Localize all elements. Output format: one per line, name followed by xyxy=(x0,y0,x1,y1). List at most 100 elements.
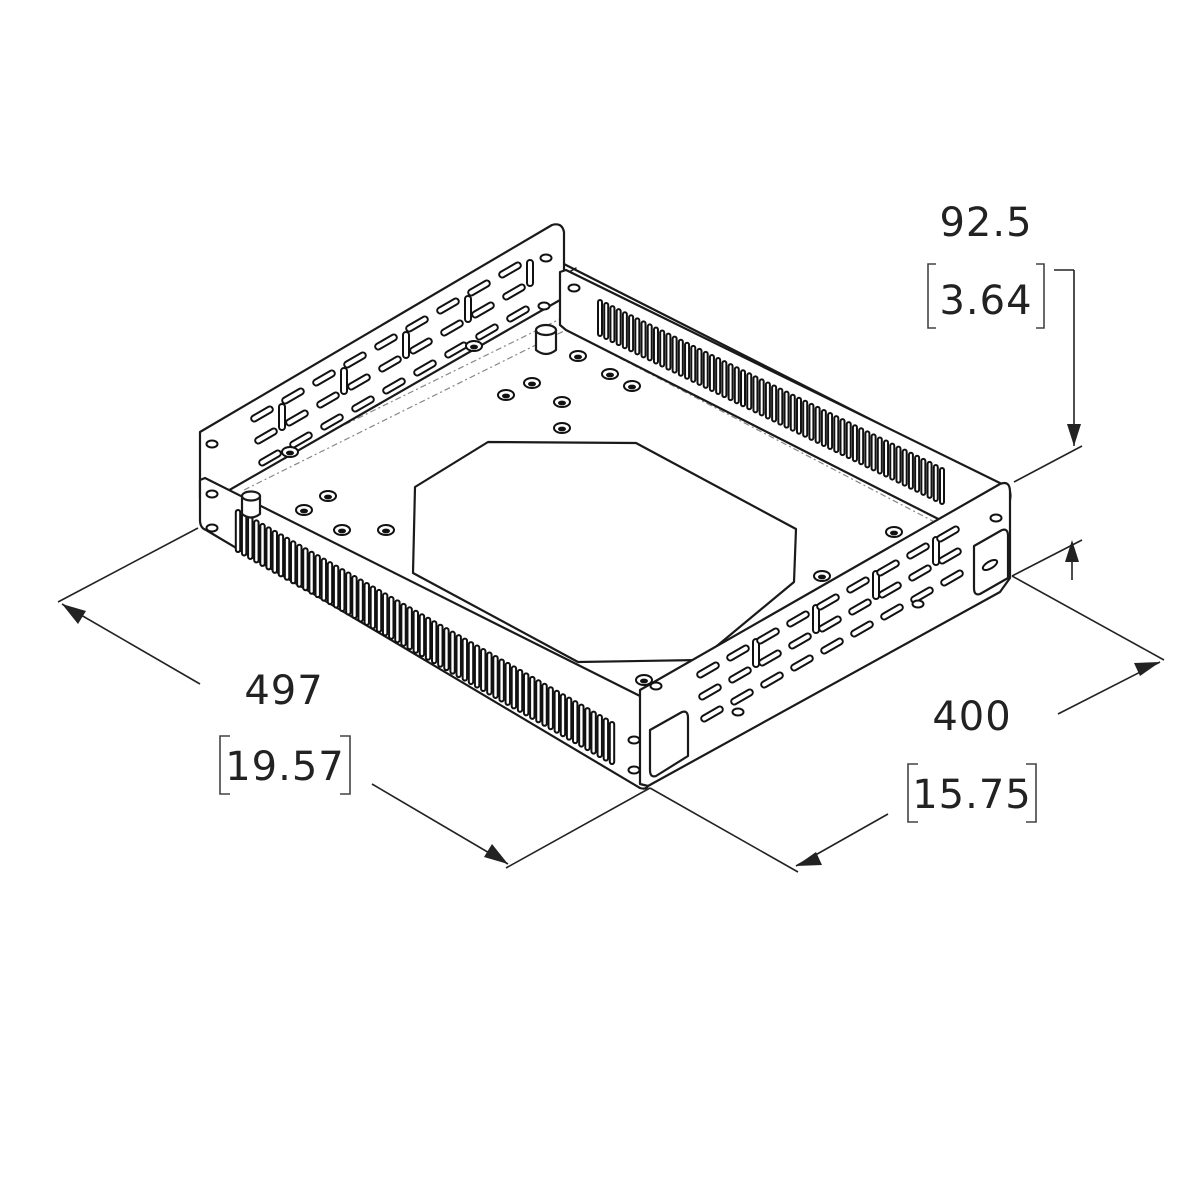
vent-slot xyxy=(640,320,647,359)
vent-slot xyxy=(559,693,567,738)
cable-slot xyxy=(281,387,305,405)
vent-slot xyxy=(646,323,653,362)
vent-slot xyxy=(253,519,260,564)
vent-slot xyxy=(473,644,481,689)
wall-hole xyxy=(537,301,551,311)
vent-slot xyxy=(516,668,524,713)
wall-hole xyxy=(627,735,641,745)
cable-slot xyxy=(250,405,274,423)
cable-slot xyxy=(872,570,880,600)
cable-slot xyxy=(752,638,760,668)
wall-hole xyxy=(205,489,219,499)
wall-hole xyxy=(539,253,553,263)
vent-slot xyxy=(381,592,389,637)
wall-hole xyxy=(205,523,219,533)
cable-slot xyxy=(876,559,900,577)
vent-slot xyxy=(510,665,518,710)
vent-slot xyxy=(895,445,902,484)
vent-slot xyxy=(437,623,444,668)
floor-mounting-holes xyxy=(281,340,903,686)
height-mm-label: 92.5 xyxy=(939,200,1032,246)
cable-slot xyxy=(278,403,286,431)
cable-slot xyxy=(340,367,348,395)
vent-slot xyxy=(727,363,734,402)
vent-slot xyxy=(455,634,462,679)
length-inch-label: 19.57 xyxy=(225,744,345,790)
front-right-slot-pattern xyxy=(696,525,964,723)
vent-slot xyxy=(814,405,821,444)
vent-slot xyxy=(597,299,603,337)
floor-hole-center xyxy=(324,494,332,500)
back-left-slot-pattern xyxy=(250,259,534,467)
vent-slot xyxy=(665,332,672,371)
vent-slot xyxy=(234,509,242,553)
vent-slot xyxy=(883,439,890,478)
wall-hole xyxy=(731,707,745,717)
vent-slot xyxy=(696,347,703,386)
vent-slot xyxy=(839,418,846,457)
floor-hole-center xyxy=(890,530,898,536)
vent-slot xyxy=(430,620,438,665)
vent-slot xyxy=(795,396,802,435)
cable-slot xyxy=(464,295,472,323)
vent-slot xyxy=(529,675,536,720)
cable-slot xyxy=(908,564,932,582)
wall-hole xyxy=(567,283,581,293)
vent-slot xyxy=(845,421,852,460)
vent-slot xyxy=(652,326,659,365)
cable-slot xyxy=(726,644,750,662)
vent-slot xyxy=(615,308,622,347)
cable-slot xyxy=(405,315,429,333)
floor-hole-center xyxy=(818,574,826,580)
cable-slot xyxy=(760,671,784,689)
vent-slot xyxy=(584,707,591,752)
vent-slot xyxy=(406,606,413,651)
cable-slot xyxy=(938,547,962,565)
cable-slot xyxy=(351,395,375,413)
vent-slot xyxy=(443,627,450,672)
vent-slot xyxy=(721,360,728,399)
floor-cutout xyxy=(411,440,798,664)
length-mm-label: 497 xyxy=(244,668,323,714)
cable-slot xyxy=(700,705,724,723)
vent-slot xyxy=(412,609,420,654)
vent-slot xyxy=(314,554,321,599)
vent-slot xyxy=(659,329,666,368)
vent-slot xyxy=(339,568,346,613)
vent-slot xyxy=(277,533,285,578)
cable-slot xyxy=(502,283,526,301)
vent-slot xyxy=(326,561,334,606)
cable-slot xyxy=(696,661,720,679)
floor-hole-center xyxy=(470,344,478,350)
floor-hole-center xyxy=(300,508,308,514)
cable-slot xyxy=(910,586,934,604)
vent-slot xyxy=(752,375,759,414)
vent-slot xyxy=(492,654,499,699)
vent-slot xyxy=(851,424,858,463)
vent-slot xyxy=(677,338,684,377)
cable-slot xyxy=(820,637,844,655)
vent-slot xyxy=(690,344,697,383)
width-inch-bracket-left xyxy=(907,763,918,823)
vent-slot xyxy=(746,372,753,411)
vent-slot xyxy=(889,442,896,481)
vent-slot xyxy=(504,661,511,706)
vent-slot xyxy=(702,350,709,389)
vent-slot xyxy=(375,588,383,633)
vent-slot xyxy=(553,689,561,734)
vent-slot xyxy=(247,515,254,560)
vent-slot xyxy=(684,341,691,380)
floor-hole-center xyxy=(640,678,648,684)
cable-slot xyxy=(786,610,810,628)
cable-slot xyxy=(471,301,495,319)
cable-slot xyxy=(506,305,530,323)
cable-slot xyxy=(906,542,930,560)
vent-slot xyxy=(907,451,914,490)
floor-hole-center xyxy=(338,528,346,534)
cable-slot xyxy=(413,359,437,377)
cable-slot xyxy=(312,369,336,387)
floor-hole-center xyxy=(286,450,294,456)
cable-slot xyxy=(812,604,820,634)
floor-hole-center xyxy=(502,393,510,399)
